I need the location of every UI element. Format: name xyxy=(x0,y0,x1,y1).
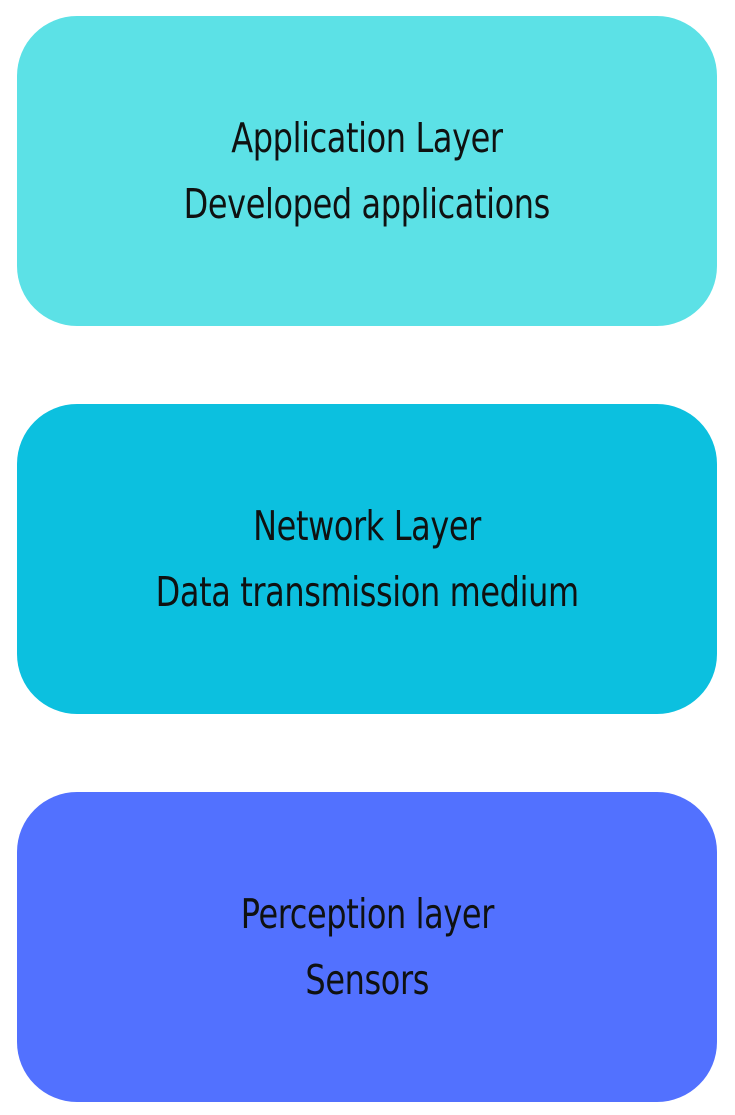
application-layer-title: Application Layer xyxy=(231,114,503,162)
network-layer-box: Network Layer Data transmission medium xyxy=(17,404,717,714)
application-layer-subtitle: Developed applications xyxy=(183,180,551,228)
application-layer-box: Application Layer Developed applications xyxy=(17,16,717,326)
perception-layer-subtitle: Sensors xyxy=(305,956,429,1004)
perception-layer-box: Perception layer Sensors xyxy=(17,792,717,1102)
network-layer-title: Network Layer xyxy=(253,502,481,550)
perception-layer-title: Perception layer xyxy=(240,890,494,938)
network-layer-subtitle: Data transmission medium xyxy=(155,568,579,616)
